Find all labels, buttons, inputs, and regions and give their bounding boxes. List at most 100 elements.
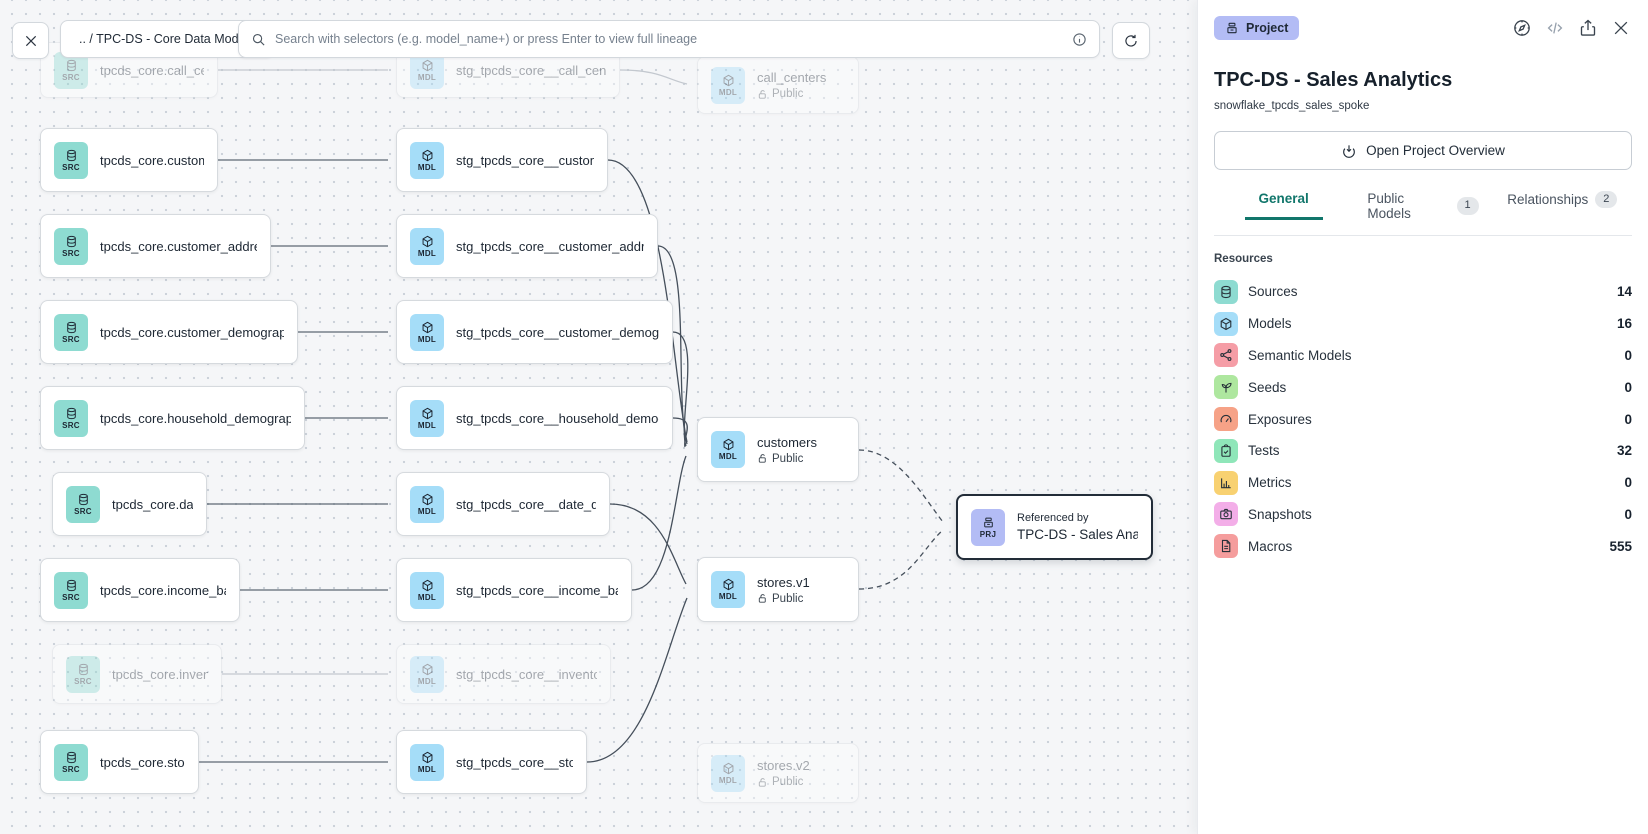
close-lineage-button[interactable] — [12, 22, 49, 59]
model-badge: MDL — [410, 314, 444, 351]
lineage-node-public-stores-v1[interactable]: MDL stores.v1 Public — [697, 557, 859, 622]
source-badge: SRC — [66, 656, 100, 693]
database-icon — [65, 149, 78, 162]
resource-count: 555 — [1609, 539, 1632, 554]
model-badge: MDL — [410, 400, 444, 437]
code-icon — [1545, 18, 1565, 38]
resource-row-sources[interactable]: Sources 14 — [1214, 276, 1632, 308]
node-label: stg_tpcds_core__customer — [456, 153, 594, 168]
lineage-node-project-referenced-by[interactable]: PRJ Referenced by TPC-DS - Sales Analyti… — [956, 494, 1153, 560]
resource-row-tests[interactable]: Tests 32 — [1214, 435, 1632, 467]
project-subtitle: snowflake_tpcds_sales_spoke — [1214, 100, 1632, 112]
node-label: stg_tpcds_core__inventory — [456, 667, 597, 682]
resource-row-exposures[interactable]: Exposures 0 — [1214, 403, 1632, 435]
lineage-node-public-call-centers[interactable]: MDL call_centers Public — [697, 56, 859, 114]
model-badge: MDL — [410, 656, 444, 693]
model-badge: MDL — [711, 431, 745, 468]
close-icon — [23, 33, 39, 49]
lineage-search — [238, 20, 1100, 58]
gauge-icon — [1214, 407, 1238, 431]
lineage-node-model-stg-date-dim[interactable]: MDL stg_tpcds_core__date_dim — [396, 472, 610, 536]
resource-count: 0 — [1624, 507, 1632, 522]
project-stack-icon — [982, 516, 995, 529]
resource-row-snapshots[interactable]: Snapshots 0 — [1214, 499, 1632, 531]
resource-count: 0 — [1624, 348, 1632, 363]
bar-chart-icon — [1214, 471, 1238, 495]
project-stack-icon — [1225, 21, 1239, 35]
lineage-node-source-store[interactable]: SRC tpcds_core.store — [40, 730, 199, 794]
lineage-node-source-inventory[interactable]: SRC tpcds_core.inventory — [52, 644, 222, 704]
info-icon[interactable] — [1072, 32, 1087, 47]
lineage-node-model-stg-store[interactable]: MDL stg_tpcds_core__store — [396, 730, 587, 794]
open-project-overview-button[interactable]: Open Project Overview — [1214, 131, 1632, 170]
node-label: stg_tpcds_core__call_center — [456, 63, 606, 78]
resource-row-semantic-models[interactable]: Semantic Models 0 — [1214, 340, 1632, 372]
resource-count: 0 — [1624, 475, 1632, 490]
database-icon — [1214, 280, 1238, 304]
model-badge: MDL — [410, 228, 444, 265]
lineage-node-public-stores-v2[interactable]: MDL stores.v2 Public — [697, 743, 859, 803]
clipboard-check-icon — [1214, 439, 1238, 463]
lineage-node-source-income-band[interactable]: SRC tpcds_core.income_band — [40, 558, 240, 622]
project-badge: PRJ — [971, 509, 1005, 546]
lineage-node-model-stg-customer-demographics[interactable]: MDL stg_tpcds_core__customer_demogra… — [396, 300, 673, 364]
node-label: tpcds_core.income_band — [100, 583, 226, 598]
resource-row-metrics[interactable]: Metrics 0 — [1214, 467, 1632, 499]
model-badge: MDL — [410, 142, 444, 179]
share-icon-button[interactable] — [1577, 17, 1599, 39]
lineage-canvas[interactable]: SRC tpcds_core.call_center SRC tpcds_cor… — [0, 0, 1197, 834]
database-icon — [65, 321, 78, 334]
lineage-node-source-household-demographics[interactable]: SRC tpcds_core.household_demographics — [40, 386, 305, 450]
search-icon — [251, 32, 266, 47]
tab-relationships[interactable]: Relationships2 — [1493, 191, 1632, 235]
resource-row-macros[interactable]: Macros 555 — [1214, 530, 1632, 562]
node-label: call_centers — [757, 70, 826, 85]
resource-row-seeds[interactable]: Seeds 0 — [1214, 371, 1632, 403]
resource-count: 0 — [1624, 380, 1632, 395]
close-panel-button[interactable] — [1610, 17, 1632, 39]
explore-lineage-icon-button[interactable] — [1511, 17, 1533, 39]
lineage-node-public-customers[interactable]: MDL customers Public — [697, 417, 859, 482]
project-title: TPC-DS - Sales Analytics — [1214, 69, 1632, 92]
source-badge: SRC — [54, 142, 88, 179]
node-label: tpcds_core.inventory — [112, 667, 208, 682]
lock-open-icon — [757, 593, 768, 604]
cube-icon — [421, 149, 434, 162]
resource-row-models[interactable]: Models 16 — [1214, 308, 1632, 340]
lock-open-icon — [757, 777, 768, 788]
cube-icon — [421, 663, 434, 676]
lock-open-icon — [757, 453, 768, 464]
lineage-node-model-stg-customer-address[interactable]: MDL stg_tpcds_core__customer_address — [396, 214, 658, 278]
model-badge: MDL — [711, 571, 745, 608]
cube-icon — [421, 493, 434, 506]
view-code-icon-button[interactable] — [1544, 17, 1566, 39]
lineage-node-model-stg-inventory[interactable]: MDL stg_tpcds_core__inventory — [396, 644, 611, 704]
lineage-node-source-date-dim[interactable]: SRC tpcds_core.date_dim — [52, 472, 207, 536]
source-badge: SRC — [54, 572, 88, 609]
lineage-node-model-stg-income-band[interactable]: MDL stg_tpcds_core__income_band — [396, 558, 632, 622]
node-label: tpcds_core.date_dim — [112, 497, 193, 512]
tab-general[interactable]: General — [1214, 191, 1353, 235]
cube-icon — [722, 578, 735, 591]
tab-count-badge: 2 — [1595, 191, 1617, 208]
referenced-by-label: Referenced by — [1017, 512, 1138, 524]
cube-icon — [722, 74, 735, 87]
lineage-node-source-customer-demographics[interactable]: SRC tpcds_core.customer_demographics — [40, 300, 298, 364]
search-input[interactable] — [275, 32, 1063, 46]
cube-icon — [722, 438, 735, 451]
resources-list: Sources 14 Models 16 Semantic Models 0 S… — [1214, 276, 1632, 562]
public-access-label: Public — [757, 593, 810, 605]
lineage-node-source-customer[interactable]: SRC tpcds_core.customer — [40, 128, 218, 192]
lineage-node-model-stg-household-demographics[interactable]: MDL stg_tpcds_core__household_demogr… — [396, 386, 673, 450]
node-label: stg_tpcds_core__household_demogr… — [456, 411, 659, 426]
lineage-node-model-stg-customer[interactable]: MDL stg_tpcds_core__customer — [396, 128, 608, 192]
tab-public-models[interactable]: Public Models1 — [1353, 191, 1492, 235]
node-label: stg_tpcds_core__customer_address — [456, 239, 644, 254]
lineage-node-source-customer-address[interactable]: SRC tpcds_core.customer_address — [40, 214, 271, 278]
cube-icon — [421, 407, 434, 420]
resources-heading: Resources — [1214, 253, 1632, 265]
seedling-icon — [1214, 375, 1238, 399]
refresh-lineage-button[interactable] — [1112, 22, 1150, 59]
public-access-label: Public — [757, 453, 817, 465]
database-icon — [65, 579, 78, 592]
